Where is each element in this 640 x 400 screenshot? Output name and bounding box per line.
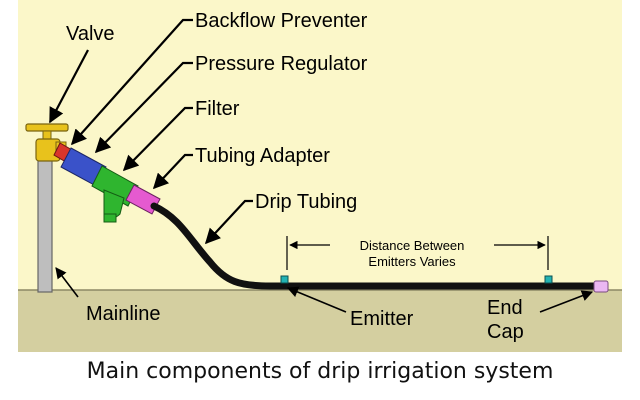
end-cap: [593, 280, 609, 293]
emitter-1: [280, 275, 289, 284]
label-pressure: Pressure Regulator: [195, 53, 368, 75]
emitter-2: [544, 275, 553, 284]
tubing-leader: [204, 199, 253, 245]
filter: [91, 165, 139, 223]
label-distance-line2: Emitters Varies: [368, 254, 456, 269]
caption: Main components of drip irrigation syste…: [86, 359, 554, 384]
adapter-leader: [152, 153, 193, 190]
label-endcap-line2: Cap: [487, 321, 524, 343]
backflow-leader: [70, 18, 193, 146]
drip-tubing: [150, 202, 599, 290]
label-adapter: Tubing Adapter: [195, 145, 330, 167]
pressure-leader: [94, 61, 193, 154]
valve-leader: [49, 49, 89, 124]
label-filter: Filter: [195, 98, 240, 120]
endcap-leader: [539, 290, 594, 313]
label-backflow: Backflow Preventer: [195, 10, 368, 32]
drip-irrigation-diagram: Valve Backflow Preventer Pressure Regula…: [18, 0, 622, 352]
label-distance-line1: Distance Between: [360, 238, 465, 253]
label-tubing: Drip Tubing: [255, 191, 357, 213]
mainline-pipe: [37, 151, 53, 293]
emitter-leader: [286, 286, 347, 313]
mainline-leader: [55, 267, 79, 298]
label-endcap-line1: End: [487, 297, 523, 319]
filter-leader: [122, 106, 193, 172]
label-emitter: Emitter: [350, 308, 414, 330]
ground: [18, 290, 622, 352]
label-mainline: Mainline: [86, 303, 160, 325]
label-valve: Valve: [66, 23, 115, 45]
